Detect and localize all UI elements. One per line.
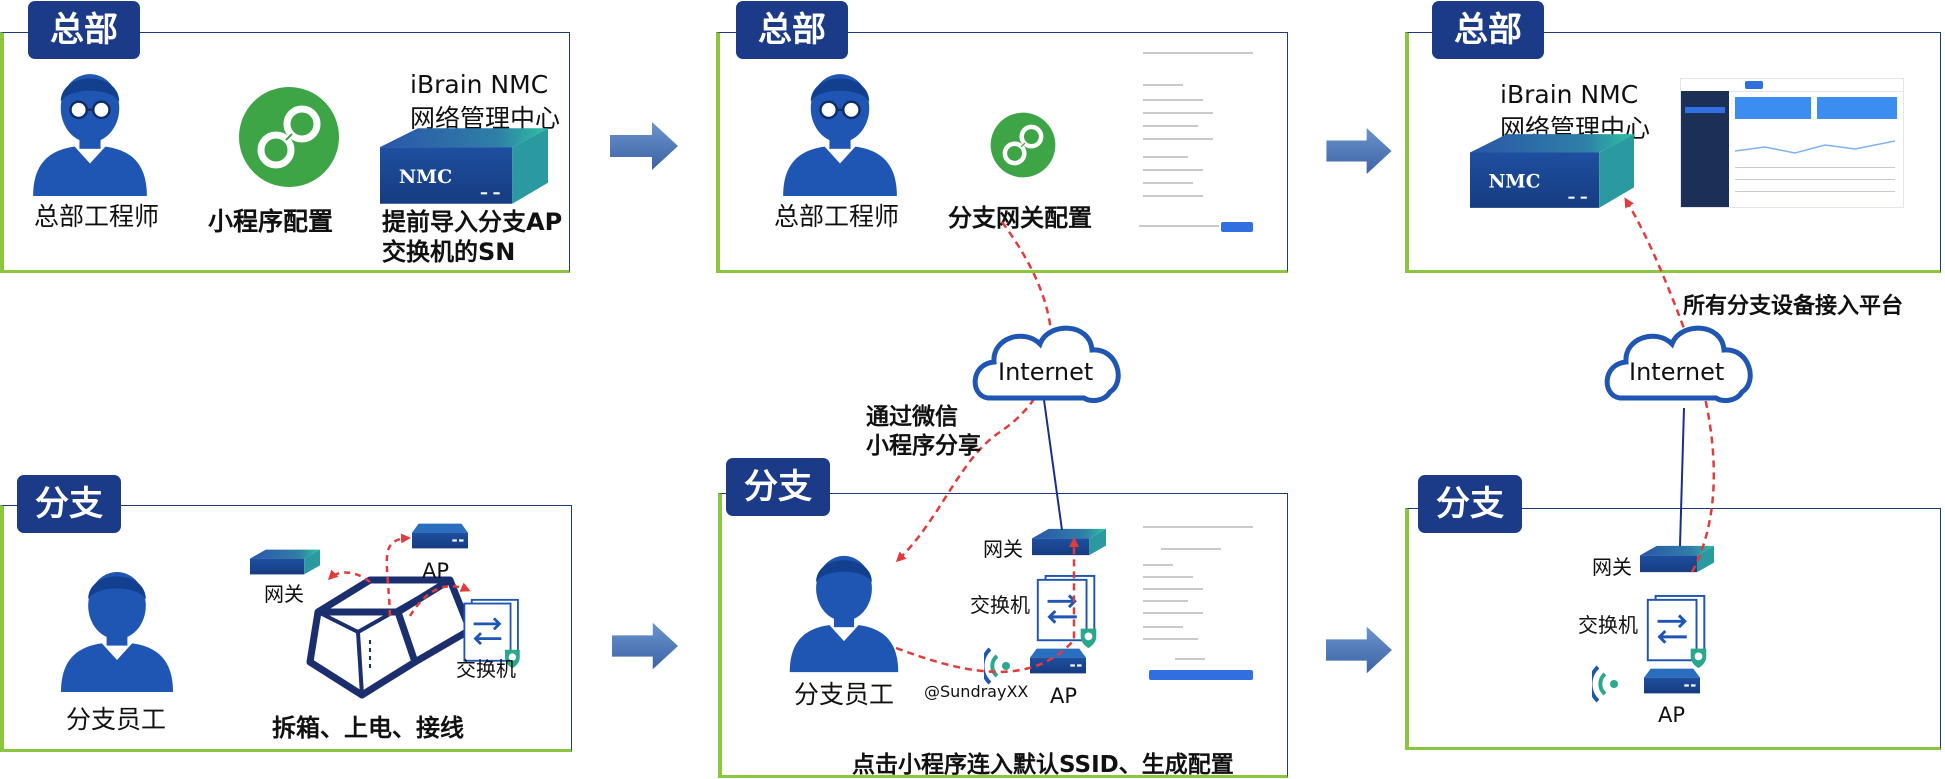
flow-arrow-right [612,622,678,670]
panel-hq-2-tag: 总部 [736,1,848,59]
miniapp-screenshot-mock [1135,44,1265,244]
unbox-power-wire-label: 拆箱、上电、接线 [272,714,464,742]
nmc-appliance-icon: NMC [380,128,548,204]
connect-ssid-generate-config-label: 点击小程序连入默认SSID、生成配置 [852,752,1234,778]
nmc-dashboard-mock [1680,78,1904,208]
gateway-label: 网关 [1592,555,1632,579]
ap-label: AP [422,559,450,583]
internet-cloud-label: Internet [1629,358,1725,386]
nmc-title-1: iBrain NMC [410,70,549,99]
flow-arrow-right [1326,128,1392,174]
nmc-badge-text: NMC [1488,171,1540,192]
all-devices-annotation: 所有分支设备接入平台 [1683,294,1904,319]
panel-branch-2-tag: 分支 [726,458,830,516]
nmc-subtitle-1: 网络管理中心 [410,104,561,133]
flow-arrow-right [1326,626,1392,674]
gateway-label: 网关 [264,582,304,606]
wechat-share-line2: 小程序分享 [866,433,981,459]
ap-label: AP [1050,684,1078,708]
nmc-appliance-icon: NMC [1470,134,1634,208]
nmc-badge-text: NMC [399,166,452,188]
panel-branch-1-tag: 分支 [17,475,121,533]
switch-label: 交换机 [456,657,516,681]
wechat-share-line1: 通过微信 [866,404,958,430]
miniapp-config-label: 小程序配置 [208,207,334,236]
gateway-label: 网关 [983,537,1023,561]
miniapp-ssid-screenshot-mock [1135,518,1265,686]
branch-staff-label: 分支员工 [794,680,895,709]
branch-staff-label: 分支员工 [66,705,167,734]
import-sn-line2: 交换机的SN [382,238,516,266]
panel-hq-3-tag: 总部 [1432,1,1544,59]
switch-label: 交换机 [1578,613,1638,637]
switch-label: 交换机 [970,593,1030,617]
flow-arrow-right [610,122,678,170]
branch-gateway-config-label: 分支网关配置 [948,204,1092,232]
hq-engineer-label: 总部工程师 [774,202,900,231]
nmc-title-3: iBrain NMC [1500,80,1639,109]
ssid-label: @SundrayXX [924,682,1029,701]
hq-engineer-label: 总部工程师 [34,202,160,231]
internet-cloud-label: Internet [998,358,1094,386]
panel-branch-3-tag: 分支 [1418,475,1522,533]
panel-hq-1-tag: 总部 [28,1,140,59]
ap-label: AP [1658,703,1686,727]
import-sn-line1: 提前导入分支AP [382,208,563,236]
